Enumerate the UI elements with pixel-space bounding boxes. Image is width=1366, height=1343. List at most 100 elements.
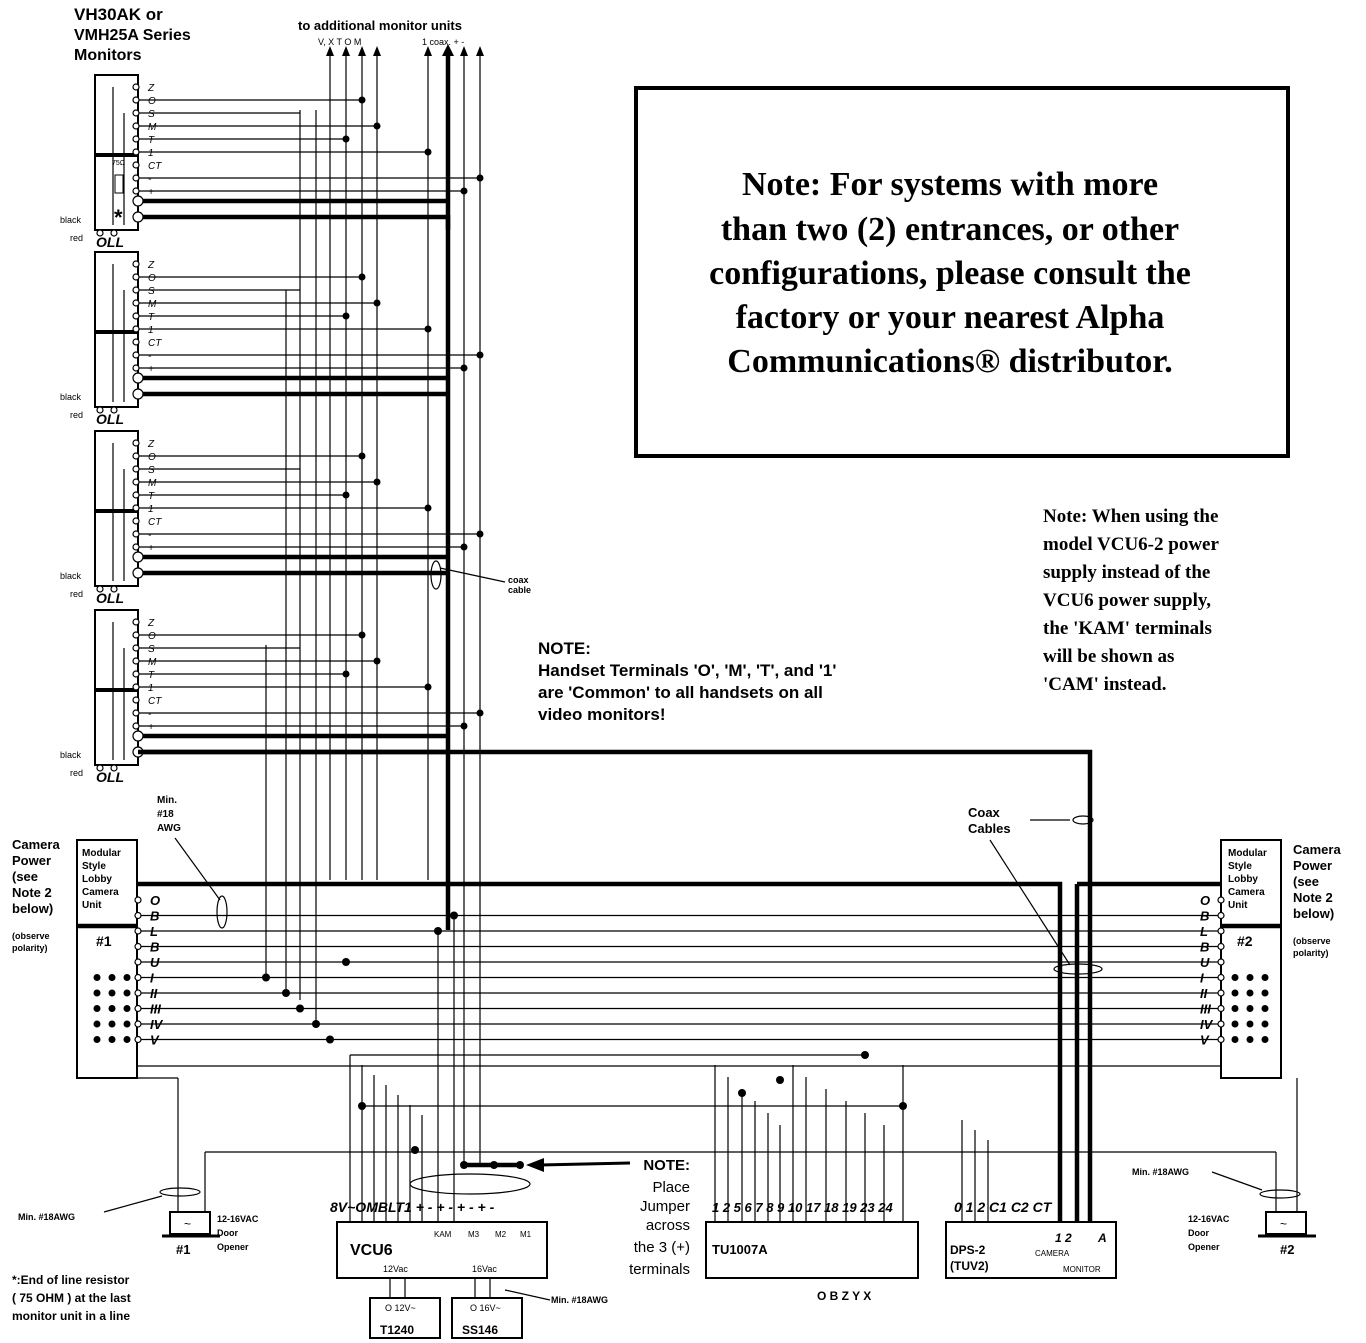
monitor-terminal [132,709,140,717]
monitor-terminal [132,452,140,460]
svg-text:~: ~ [1280,1217,1287,1231]
button-contact [93,1036,101,1043]
svg-text:Power: Power [12,853,51,868]
junction-dot [861,1051,869,1059]
dps2-unit: 0 1 2 C1 C2 CT DPS-2 (TUV2) 1 2 A CAMERA… [945,1199,1117,1279]
junction-dot [358,631,366,639]
button-contact [1261,974,1269,981]
monitor-terminal [132,260,140,268]
handset-note: NOTE: Handset Terminals 'O', 'M', 'T', a… [538,639,836,724]
camera-terminal-label: O [1200,893,1210,908]
monitor-terminal-label: S [148,644,155,655]
monitor-terminal [132,618,140,626]
asterisk-mark: * [114,205,123,230]
transformer-t1240: O 12V~ T1240 [369,1278,441,1339]
monitor-terminal [132,161,140,169]
svg-text:O 12V~: O 12V~ [385,1303,416,1313]
svg-text:#18: #18 [157,809,174,820]
monitor-terminal [132,364,140,372]
camera-unit-1-label: Modular Style Lobby Camera Unit #1 [82,848,121,949]
monitor-terminal-label: O [148,273,156,284]
oll-label: OLL [96,769,124,785]
end-of-line-note: *:End of line resistor ( 75 OHM ) at the… [12,1273,131,1323]
svg-text:Camera: Camera [12,837,60,852]
resistor [114,174,124,194]
monitor-terminal-label: + [148,187,154,198]
button-contact [108,989,116,997]
black-wire-label: black [60,750,82,760]
monitor-terminal [132,683,140,691]
camera-terminal [1217,896,1225,904]
monitor-body [94,251,139,408]
svg-text:O B Z Y X: O B Z Y X [817,1289,871,1303]
svg-text:KAM: KAM [434,1230,452,1239]
coax-terminal [132,551,144,563]
junction-dot [476,174,484,182]
camera-terminal [1217,911,1225,920]
up-arrows [326,44,484,1165]
junction-dot [424,683,432,691]
camera-terminal [134,1035,142,1044]
min18-bottom: Min. #18AWG [551,1295,608,1305]
camera-terminal-label: O [150,893,160,908]
button-contact [1246,1020,1254,1028]
oll-label: OLL [96,590,124,606]
red-wire-label: red [70,768,83,778]
button-contact [108,1020,116,1028]
coax-cable-marker [430,560,442,590]
junction-dot [342,958,350,966]
monitor-terminal-label: O [148,631,156,642]
button-contact [1231,1005,1239,1012]
svg-text:#2: #2 [1237,933,1253,949]
note-line-5: Communications® distributor. [727,343,1172,380]
junction-dot [411,1146,419,1154]
monitor-terminal [132,312,140,320]
svg-text:(observe: (observe [12,931,50,941]
svg-text:will be shown as: will be shown as [1043,646,1174,667]
button-contact [1246,974,1254,981]
button-contact [1261,989,1269,997]
monitor-terminal [132,631,140,639]
button-contact [1231,989,1239,997]
monitor-terminal [132,338,140,346]
monitor-terminal [132,96,140,104]
svg-text:Note 2: Note 2 [12,885,52,900]
junction-dot [358,96,366,104]
oll-label: OLL [96,234,124,250]
svg-text:Camera: Camera [1293,842,1341,857]
junction-dot [424,504,432,512]
camera-terminal [134,958,142,966]
svg-text:model VCU6-2 power: model VCU6-2 power [1043,534,1219,555]
svg-text:0 1 2 C1 C2 CT: 0 1 2 C1 C2 CT [954,1199,1053,1215]
svg-text:video monitors!: video monitors! [538,705,666,724]
svg-text:TU1007A: TU1007A [712,1242,768,1257]
junction-dot [358,452,366,460]
svg-text:Unit: Unit [82,900,102,911]
svg-text:Min.: Min. [157,795,177,806]
camera-terminal [134,1020,142,1028]
monitor-terminal [132,286,140,294]
junction-dot [326,1035,334,1044]
monitor-terminal [132,148,140,156]
svg-text:Door: Door [217,1228,238,1238]
door-opener-2: ~ #2 12-16VAC Door Opener Min. #18AWG [1132,1078,1316,1257]
button-contact [93,1020,101,1028]
svg-text:*:End of line resistor: *:End of line resistor [12,1273,130,1287]
button-contact [1246,1005,1254,1012]
monitor-terminal-label: - [148,709,152,720]
monitor-terminal [132,657,140,665]
button-contact [108,1005,116,1012]
monitor-terminal-label: T [148,312,155,323]
monitor-terminal-label: CT [148,338,162,349]
vertical-wires [138,915,1276,1222]
button-contact [1261,1005,1269,1012]
coax-bus [138,215,1093,1222]
junction-dot [282,989,290,997]
additional-labels-left: V, X T O M [318,37,361,47]
monitor-terminal [132,670,140,678]
svg-text:polarity): polarity) [1293,948,1329,958]
camera-terminal [134,896,142,904]
junction-dot [460,543,468,551]
monitor-terminal [132,273,140,281]
